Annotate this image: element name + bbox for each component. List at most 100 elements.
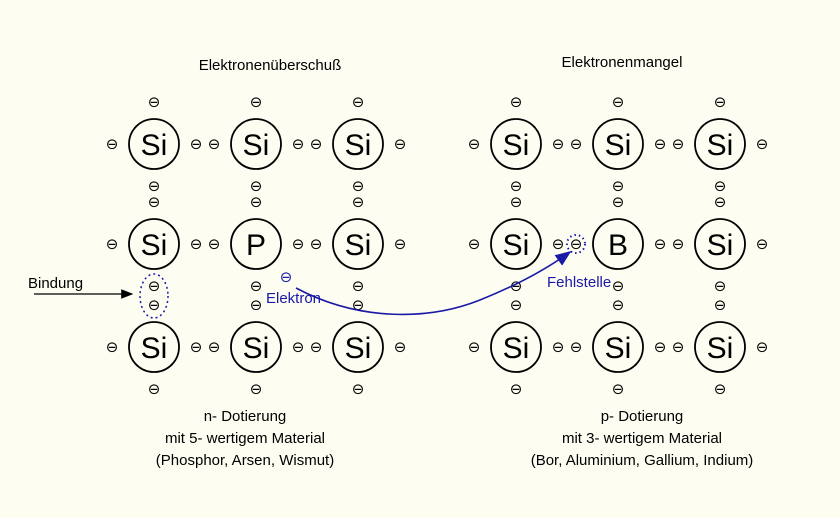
hole-marker bbox=[566, 234, 586, 254]
electron: ⊖ bbox=[756, 339, 769, 356]
electron: ⊖ bbox=[148, 194, 161, 211]
atom-circle bbox=[490, 118, 542, 170]
atom-label: Si bbox=[141, 129, 168, 162]
p-atom-si: Si bbox=[592, 321, 644, 373]
electron: ⊖ bbox=[190, 339, 203, 356]
right-caption-line-3: (Bor, Aluminium, Gallium, Indium) bbox=[531, 452, 754, 469]
n-atom-si: Si bbox=[332, 321, 384, 373]
atom-label: Si bbox=[503, 229, 530, 262]
electron: ⊖ bbox=[106, 236, 119, 253]
electron: ⊖ bbox=[310, 136, 323, 153]
electron: ⊖ bbox=[714, 381, 727, 398]
atom-label: Si bbox=[243, 332, 270, 365]
electron: ⊖ bbox=[190, 236, 203, 253]
electron: ⊖ bbox=[612, 194, 625, 211]
electron: ⊖ bbox=[292, 339, 305, 356]
atom-label: Si bbox=[605, 129, 632, 162]
n-atom-si: Si bbox=[128, 218, 180, 270]
atom-circle bbox=[128, 321, 180, 373]
electron: ⊖ bbox=[570, 339, 583, 356]
electron: ⊖ bbox=[148, 94, 161, 111]
electron: ⊖ bbox=[552, 136, 565, 153]
electron: ⊖ bbox=[394, 339, 407, 356]
p-atom-si: Si bbox=[592, 118, 644, 170]
atom-label: Si bbox=[345, 332, 372, 365]
electron: ⊖ bbox=[756, 236, 769, 253]
free-electron: ⊖ bbox=[280, 269, 293, 286]
atom-circle bbox=[128, 118, 180, 170]
right-caption: p- Dotierung mit 3- wertigem Material (B… bbox=[531, 408, 754, 469]
electron: ⊖ bbox=[352, 194, 365, 211]
electron: ⊖ bbox=[510, 94, 523, 111]
atom-circle bbox=[230, 218, 282, 270]
atom-circle bbox=[230, 321, 282, 373]
p-atom-si: Si bbox=[490, 218, 542, 270]
electron: ⊖ bbox=[510, 194, 523, 211]
atom-label: Si bbox=[707, 129, 734, 162]
atom-label: Si bbox=[503, 129, 530, 162]
electron: ⊖ bbox=[714, 94, 727, 111]
atom-label: Si bbox=[707, 229, 734, 262]
atom-circle bbox=[694, 321, 746, 373]
electron: ⊖ bbox=[190, 136, 203, 153]
electron: ⊖ bbox=[714, 178, 727, 195]
n-atom-p: P bbox=[230, 218, 282, 270]
hole-label: Fehlstelle bbox=[547, 274, 611, 291]
atom-circle bbox=[128, 218, 180, 270]
left-caption-line-1: n- Dotierung bbox=[204, 408, 287, 425]
electron: ⊖ bbox=[654, 339, 667, 356]
electron: ⊖ bbox=[352, 94, 365, 111]
electron: ⊖ bbox=[612, 178, 625, 195]
left-caption-line-3: (Phosphor, Arsen, Wismut) bbox=[156, 452, 334, 469]
electron: ⊖ bbox=[250, 94, 263, 111]
electron: ⊖ bbox=[292, 136, 305, 153]
p-atom-b: B bbox=[592, 218, 644, 270]
electron: ⊖ bbox=[148, 278, 161, 295]
atom-label: Si bbox=[345, 129, 372, 162]
electron: ⊖ bbox=[552, 236, 565, 253]
electron: ⊖ bbox=[756, 136, 769, 153]
electron: ⊖ bbox=[352, 381, 365, 398]
atom-circle bbox=[332, 218, 384, 270]
electron: ⊖ bbox=[714, 278, 727, 295]
p-atom-si: Si bbox=[694, 118, 746, 170]
electron: ⊖ bbox=[468, 136, 481, 153]
electron: ⊖ bbox=[570, 236, 583, 253]
n-atom-si: Si bbox=[332, 218, 384, 270]
atom-circle bbox=[230, 118, 282, 170]
electron: ⊖ bbox=[310, 339, 323, 356]
electron: ⊖ bbox=[352, 278, 365, 295]
bond-highlight bbox=[139, 273, 169, 319]
atom-label: Si bbox=[141, 229, 168, 262]
n-atom-si: Si bbox=[332, 118, 384, 170]
electron: ⊖ bbox=[250, 278, 263, 295]
electron: ⊖ bbox=[510, 178, 523, 195]
atom-circle bbox=[332, 118, 384, 170]
p-doping-lattice: Si⊖⊖⊖⊖Si⊖⊖⊖⊖Si⊖⊖⊖⊖Si⊖⊖⊖⊖B⊖⊖⊖⊖Si⊖⊖⊖⊖Si⊖⊖⊖… bbox=[468, 94, 769, 398]
n-doping-lattice: Si⊖⊖⊖⊖Si⊖⊖⊖⊖Si⊖⊖⊖⊖Si⊖⊖⊖⊖P⊖⊖⊖⊖Si⊖⊖⊖⊖Si⊖⊖⊖… bbox=[106, 94, 407, 398]
electron: ⊖ bbox=[394, 236, 407, 253]
electron: ⊖ bbox=[612, 278, 625, 295]
atom-label: Si bbox=[243, 129, 270, 162]
electron: ⊖ bbox=[612, 297, 625, 314]
electron: ⊖ bbox=[208, 236, 221, 253]
electron: ⊖ bbox=[250, 297, 263, 314]
atom-label: Si bbox=[503, 332, 530, 365]
electron: ⊖ bbox=[672, 339, 685, 356]
p-atom-si: Si bbox=[490, 321, 542, 373]
electron: ⊖ bbox=[148, 297, 161, 314]
atom-circle bbox=[490, 218, 542, 270]
electron: ⊖ bbox=[148, 381, 161, 398]
p-atom-si: Si bbox=[694, 218, 746, 270]
atom-label: B bbox=[608, 229, 628, 262]
electron: ⊖ bbox=[570, 136, 583, 153]
electron: ⊖ bbox=[292, 236, 305, 253]
atom-label: Si bbox=[345, 229, 372, 262]
electron: ⊖ bbox=[714, 297, 727, 314]
electron: ⊖ bbox=[250, 194, 263, 211]
migration-arrow bbox=[295, 251, 572, 316]
electron: ⊖ bbox=[148, 178, 161, 195]
left-title: Elektronenüberschuß bbox=[199, 57, 342, 74]
electron: ⊖ bbox=[468, 236, 481, 253]
